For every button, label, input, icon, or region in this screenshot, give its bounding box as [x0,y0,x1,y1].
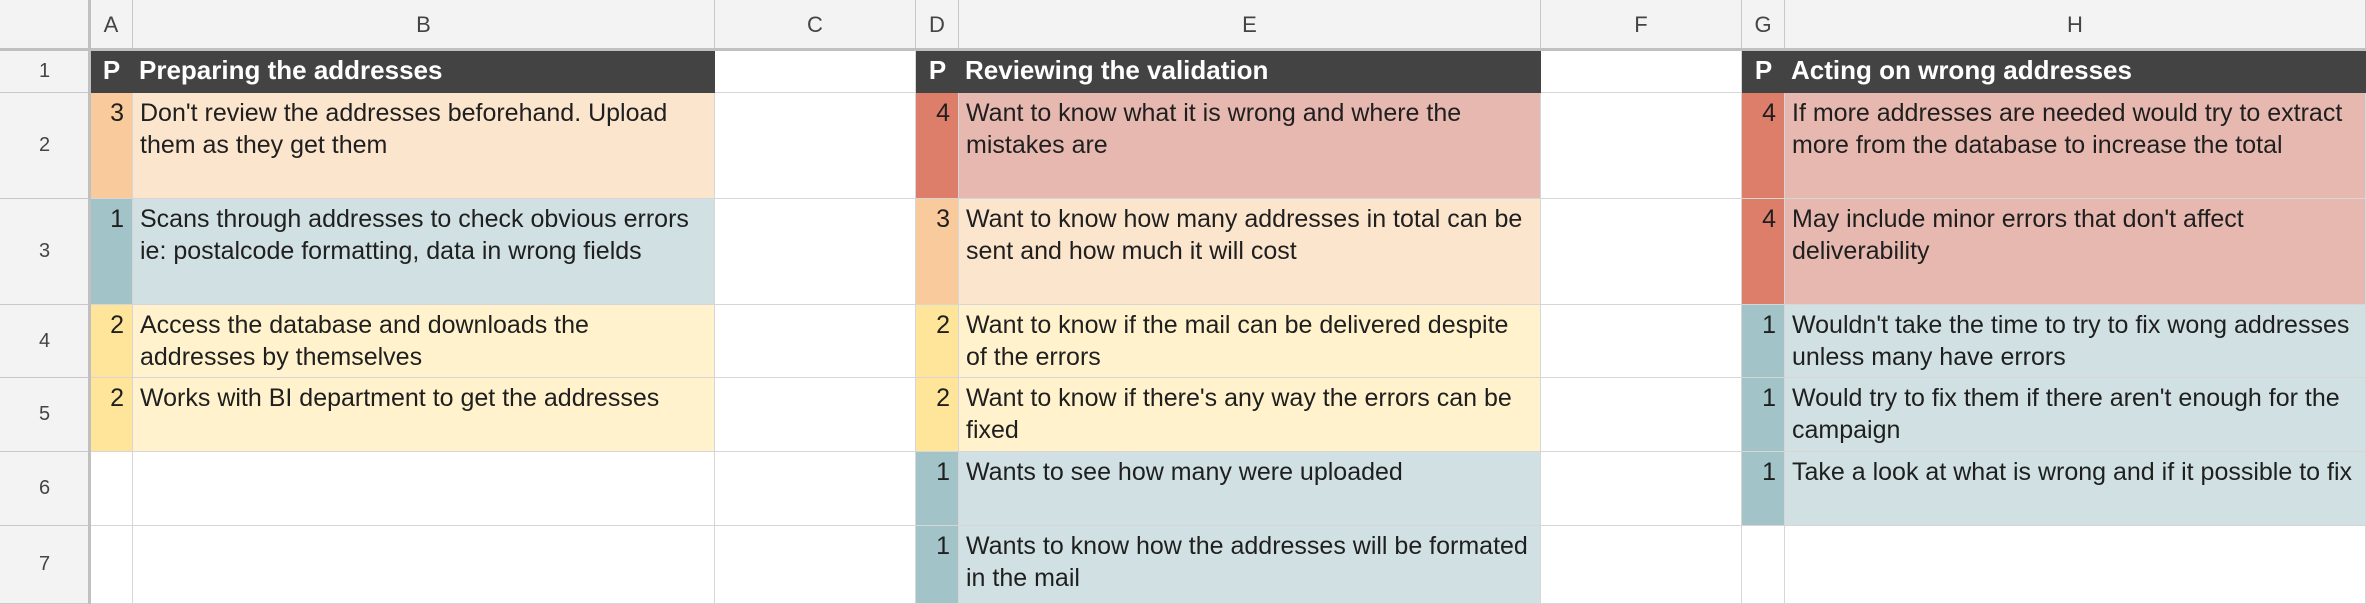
row-header-2[interactable]: 2 [0,93,90,199]
priority-cell[interactable]: 1 [90,199,133,305]
group-2-p-header[interactable]: P [916,50,959,93]
priority-cell[interactable]: 4 [916,93,959,199]
column-header-h[interactable]: H [1785,0,2366,50]
cell-c2[interactable] [715,93,916,199]
item-cell[interactable]: Take a look at what is wrong and if it p… [1785,452,2366,526]
cell-c4[interactable] [715,305,916,378]
column-header-a[interactable]: A [90,0,133,50]
item-cell[interactable]: Scans through addresses to check obvious… [133,199,715,305]
cell-f6[interactable] [1541,452,1742,526]
cell-c6[interactable] [715,452,916,526]
priority-cell[interactable]: 2 [90,305,133,378]
cell-f3[interactable] [1541,199,1742,305]
row-header-3[interactable]: 3 [0,199,90,305]
row-header-1[interactable]: 1 [0,50,90,93]
item-cell[interactable]: Wouldn't take the time to try to fix won… [1785,305,2366,378]
cell-f1[interactable] [1541,50,1742,93]
cell-g7[interactable] [1742,526,1785,604]
priority-cell[interactable]: 2 [916,305,959,378]
cell-f2[interactable] [1541,93,1742,199]
item-cell[interactable]: Access the database and downloads the ad… [133,305,715,378]
cell-a6[interactable] [90,452,133,526]
cell-c5[interactable] [715,378,916,452]
column-header-c[interactable]: C [715,0,916,50]
cell-c7[interactable] [715,526,916,604]
item-cell[interactable]: Would try to fix them if there aren't en… [1785,378,2366,452]
priority-cell[interactable]: 3 [916,199,959,305]
item-cell[interactable]: Want to know if the mail can be delivere… [959,305,1541,378]
priority-cell[interactable]: 1 [916,452,959,526]
column-header-e[interactable]: E [959,0,1541,50]
cell-f5[interactable] [1541,378,1742,452]
cell-c1[interactable] [715,50,916,93]
group-3-title[interactable]: Acting on wrong addresses [1785,50,2366,93]
cell-f7[interactable] [1541,526,1742,604]
priority-cell[interactable]: 2 [916,378,959,452]
priority-cell[interactable]: 1 [1742,378,1785,452]
priority-cell[interactable]: 1 [1742,452,1785,526]
priority-cell[interactable]: 2 [90,378,133,452]
item-cell[interactable]: Don't review the addresses beforehand. U… [133,93,715,199]
cell-a7[interactable] [90,526,133,604]
priority-cell[interactable]: 4 [1742,93,1785,199]
item-cell[interactable]: Wants to see how many were uploaded [959,452,1541,526]
freeze-pane-divider[interactable] [0,48,2366,51]
item-cell[interactable]: If more addresses are needed would try t… [1785,93,2366,199]
row-header-4[interactable]: 4 [0,305,90,378]
row-header-6[interactable]: 6 [0,452,90,526]
item-cell[interactable]: Wants to know how the addresses will be … [959,526,1541,604]
item-cell[interactable]: Want to know if there's any way the erro… [959,378,1541,452]
cell-b7[interactable] [133,526,715,604]
group-3-p-header[interactable]: P [1742,50,1785,93]
row-header-7[interactable]: 7 [0,526,90,604]
priority-cell[interactable]: 1 [916,526,959,604]
row-header-5[interactable]: 5 [0,378,90,452]
priority-cell[interactable]: 1 [1742,305,1785,378]
column-header-g[interactable]: G [1742,0,1785,50]
item-cell[interactable]: May include minor errors that don't affe… [1785,199,2366,305]
select-all-corner[interactable] [0,0,90,50]
item-cell[interactable]: Want to know what it is wrong and where … [959,93,1541,199]
group-2-title[interactable]: Reviewing the validation [959,50,1541,93]
group-1-p-header[interactable]: P [90,50,133,93]
column-header-d[interactable]: D [916,0,959,50]
column-header-b[interactable]: B [133,0,715,50]
cell-c3[interactable] [715,199,916,305]
freeze-pane-divider[interactable] [88,0,91,604]
cell-b6[interactable] [133,452,715,526]
item-cell[interactable]: Want to know how many addresses in total… [959,199,1541,305]
column-header-f[interactable]: F [1541,0,1742,50]
cell-f4[interactable] [1541,305,1742,378]
cell-h7[interactable] [1785,526,2366,604]
group-1-title[interactable]: Preparing the addresses [133,50,715,93]
priority-cell[interactable]: 3 [90,93,133,199]
item-cell[interactable]: Works with BI department to get the addr… [133,378,715,452]
priority-cell[interactable]: 4 [1742,199,1785,305]
